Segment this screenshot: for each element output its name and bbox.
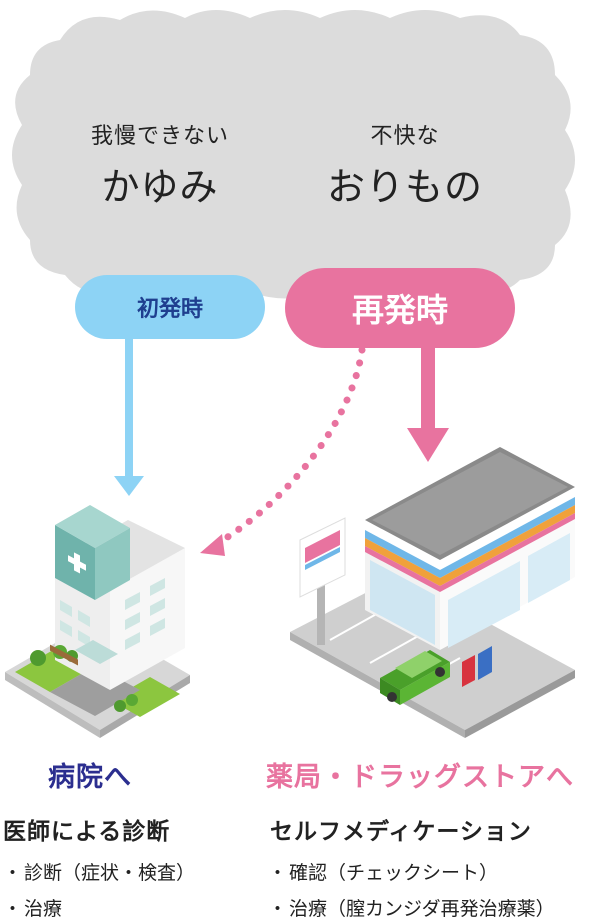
cloud-left-main: かゆみ	[101, 165, 219, 209]
bullet: ・	[3, 862, 23, 884]
cloud-right-caption: 不快な	[370, 124, 440, 149]
hospital-item-text: 診断（症状・検査）	[24, 862, 196, 884]
pharmacy-item: ・確認（チェックシート）	[268, 858, 498, 885]
hospital-title: 病院へ	[48, 762, 132, 793]
first-time-pill: 初発時	[75, 275, 265, 339]
hospital-item: ・治療	[3, 894, 62, 921]
pharmacy-item: ・治療（膣カンジダ再発治療薬）	[268, 894, 555, 921]
pharmacy-section-title: セルフメディケーション	[270, 819, 532, 845]
pharmacy-item-text: 確認（チェックシート）	[289, 862, 499, 884]
first-time-arrow	[114, 338, 144, 496]
pharmacy-illustration	[290, 447, 575, 738]
recurrence-arrow	[407, 345, 449, 462]
hospital-item: ・診断（症状・検査）	[3, 858, 195, 885]
thought-cloud	[12, 10, 575, 299]
cloud-right-main: おりもの	[326, 165, 483, 209]
cloud-right-group: 不快な おりもの	[305, 118, 505, 211]
recurrence-pill: 再発時	[285, 268, 515, 348]
bullet: ・	[3, 898, 23, 920]
hospital-item-text: 治療	[24, 898, 63, 920]
recurrence-label: 再発時	[351, 291, 448, 329]
bullet: ・	[268, 862, 288, 884]
cloud-left-group: 我慢できない かゆみ	[60, 118, 260, 211]
first-time-label: 初発時	[136, 297, 203, 322]
bullet: ・	[268, 898, 288, 920]
cloud-left-caption: 我慢できない	[90, 124, 229, 149]
hospital-illustration	[5, 505, 190, 738]
recurrence-dotted-arrow	[200, 346, 366, 556]
car-illustration	[380, 650, 450, 705]
pharmacy-title: 薬局・ドラッグストアへ	[266, 762, 574, 793]
hospital-section-title: 医師による診断	[3, 819, 171, 845]
pharmacy-item-text: 治療（膣カンジダ再発治療薬）	[289, 898, 555, 920]
